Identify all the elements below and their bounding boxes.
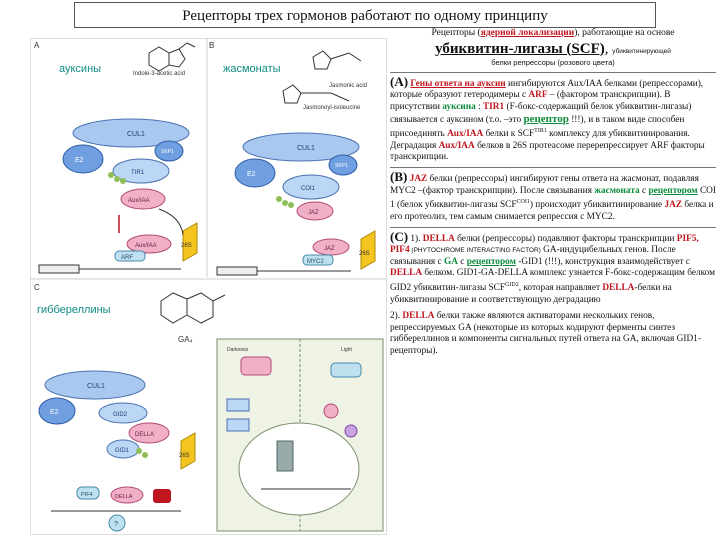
divider-3 (390, 226, 716, 228)
s26-b: 26S (359, 251, 370, 257)
pathway-diagrams: CUL1 E2 SKP1 TIR1 Aux/IAA Aux/IAA ARF 26… (31, 39, 386, 532)
gid2-c: GID2 (113, 412, 128, 418)
jaz-b1: JAZ (308, 210, 319, 216)
iaa-structure (148, 42, 196, 72)
jaile-caption: Jasmonoyl-isoleucine (303, 105, 361, 111)
cul1-c: CUL1 (87, 383, 105, 390)
ga4-caption: GA₄ (178, 335, 193, 344)
panel-c-letter: C (34, 283, 40, 292)
auxins-label: ауксины (59, 63, 102, 75)
auxiaa-a1: Aux/IAA (128, 198, 150, 204)
della-c1: DELLA (135, 432, 154, 438)
myc2-b: MYC2 (307, 259, 324, 265)
ga4-structure (160, 292, 226, 324)
e2-a: E2 (75, 157, 84, 164)
cul1-b: CUL1 (297, 145, 315, 152)
panel-b-diagram: CUL1 E2 SKP1 COI1 JAZ JAZ MYC2 26S (216, 132, 376, 276)
slide-title: Рецепторы трех гормонов работают по одно… (74, 2, 656, 28)
jaz-b2: JAZ (324, 246, 335, 252)
gid1-c: GID1 (115, 448, 130, 454)
q-c: ? (114, 521, 118, 528)
arf-a: ARF (121, 255, 133, 261)
receptor-figure: A B C ауксины жасмонаты гиббереллины Ind… (30, 38, 387, 535)
panel-c-cell: Darkness Light (216, 338, 384, 532)
divider-1 (390, 71, 716, 73)
panel-c-diagram: CUL1 E2 GID2 DELLA GID1 26S DELLA PIF4 ? (38, 370, 196, 532)
iaa-caption: Indole-3-acetic acid (133, 71, 186, 77)
scf-subtitle: белки репрессоры (розового цвета) (491, 58, 615, 68)
s26-c: 26S (179, 453, 190, 459)
skp1-a: SKP1 (161, 149, 174, 155)
tir1-a: TIR1 (131, 170, 145, 176)
della-c2: DELLA (115, 494, 133, 500)
explanation-text: Рецепторы (ядерной локализации), работаю… (390, 28, 716, 358)
skp1-b: SKP1 (335, 163, 348, 169)
s26-a: 26S (181, 243, 192, 249)
e2-c: E2 (50, 409, 59, 416)
auxiaa-a2: Aux/IAA (135, 243, 157, 249)
paragraph-c2: 2). DELLA белки также являются активатор… (390, 311, 701, 356)
jasmonates-label: жасмонаты (223, 63, 281, 75)
gibberellins-label: гиббереллины (37, 304, 111, 316)
darkness-label: Darkness (227, 347, 249, 353)
paragraph-c1: (C) 1). DELLA белки (репрессоры) подавля… (390, 228, 715, 305)
ja-caption: Jasmonic acid (329, 83, 368, 89)
receptor-header: Рецепторы (ядерной локализации), работаю… (431, 28, 675, 38)
paragraph-a: (A) Гены ответа на ауксин ингибируются A… (390, 73, 705, 163)
panel-a-letter: A (34, 41, 40, 50)
panel-b-letter: B (209, 41, 215, 50)
light-label: Light (341, 347, 352, 353)
pif4-c: PIF4 (81, 492, 93, 498)
coi-b: COI1 (301, 186, 316, 192)
scf-heading: убиквитин-лигазы (SCF), убиквитинирующей (435, 40, 671, 57)
panel-a-diagram: CUL1 E2 SKP1 TIR1 Aux/IAA Aux/IAA ARF 26… (38, 118, 198, 274)
cul1-a: CUL1 (127, 131, 145, 138)
e2-b: E2 (247, 171, 256, 178)
paragraph-b: (B) JAZ белки (репрессоры) ингибируют ге… (390, 169, 716, 222)
divider-2 (390, 167, 716, 169)
ja-structure (282, 50, 362, 104)
